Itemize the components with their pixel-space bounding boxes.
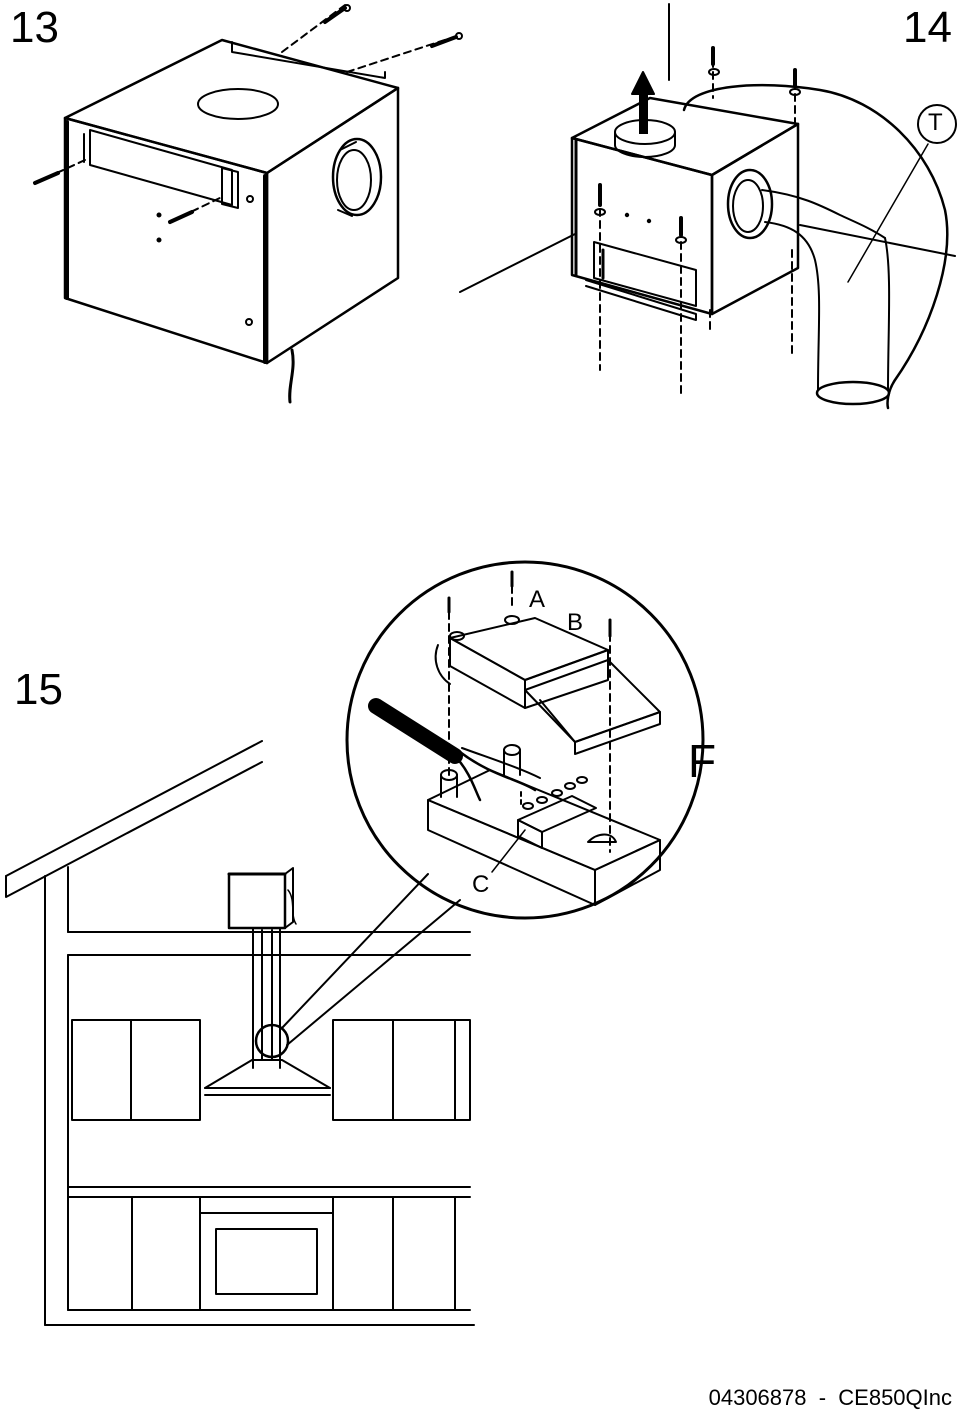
- document-code: 04306878 - CE850QInc: [708, 1385, 952, 1410]
- label-F: F: [688, 735, 717, 787]
- label-B: B: [567, 609, 584, 636]
- step-number-13: 13: [10, 3, 59, 52]
- step13-motor-box: [33, 4, 463, 404]
- label-T: T: [928, 109, 943, 136]
- terminal-block-detail: [345, 560, 705, 920]
- step14-mounted-box: [459, 3, 956, 410]
- step-number-15: 15: [14, 665, 63, 714]
- step-number-14: 14: [903, 3, 952, 52]
- label-T-circle: [917, 104, 957, 144]
- label-C: C: [472, 871, 490, 898]
- step15-house: [5, 740, 475, 1326]
- label-A: A: [529, 586, 546, 613]
